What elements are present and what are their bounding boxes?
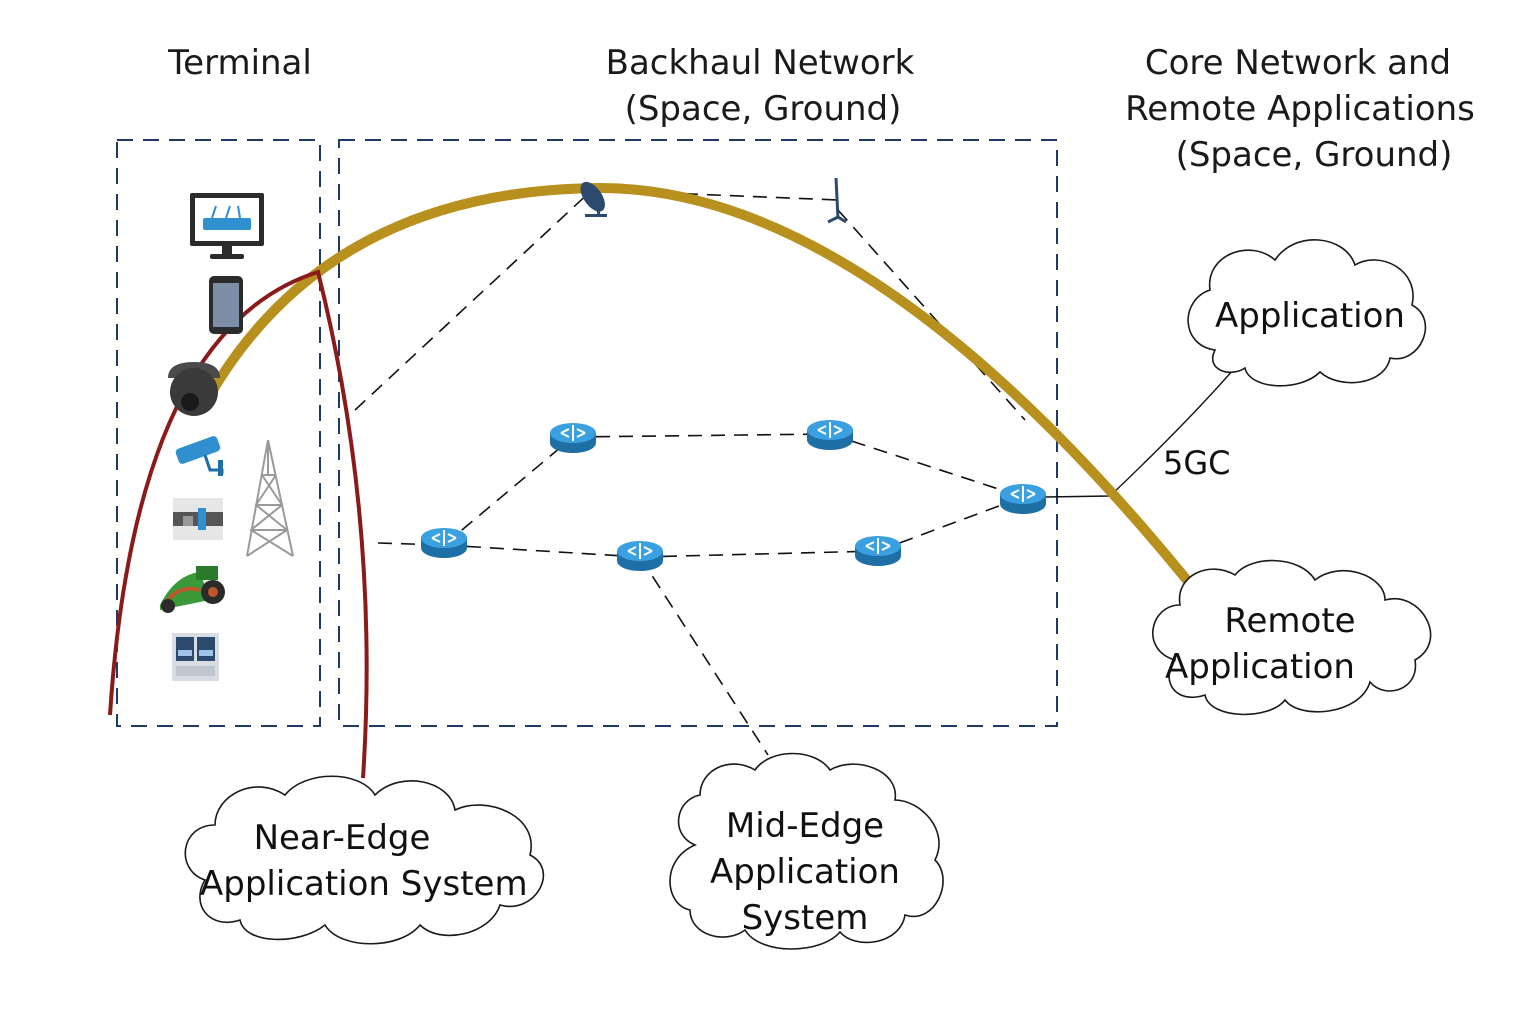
terminal-header: Terminal xyxy=(168,43,312,83)
application-cloud-label: Application xyxy=(1215,296,1405,336)
monitor-icon xyxy=(190,193,264,259)
terminal-box xyxy=(116,139,321,727)
near-edge-label-line2: Application System xyxy=(200,864,528,904)
bullet-camera-icon xyxy=(175,436,224,476)
satellite-antenna-icon xyxy=(827,177,847,224)
backhaul-box xyxy=(338,139,1058,727)
core-header-line2: Remote Applications xyxy=(1125,89,1475,129)
router-icon xyxy=(806,419,854,451)
router-icon xyxy=(420,527,468,559)
backhaul-header-line1: Backhaul Network xyxy=(605,43,915,83)
sensor-icon xyxy=(173,498,223,540)
cell-tower-icon xyxy=(246,439,294,557)
router-icon xyxy=(999,483,1047,515)
core-header-line3: (Space, Ground) xyxy=(1175,135,1453,175)
tractor-icon xyxy=(160,566,225,613)
router-icon xyxy=(616,540,664,572)
control-panel-icon xyxy=(172,633,219,681)
mid-edge-cloud xyxy=(669,752,944,950)
mid-edge-label-line1: Mid-Edge xyxy=(725,806,885,846)
near-edge-cloud xyxy=(184,775,545,945)
core-header-line1: Core Network and xyxy=(1144,43,1452,83)
application-cloud xyxy=(1187,239,1427,387)
router-icon xyxy=(549,422,597,454)
mid-edge-label-line2: Application xyxy=(710,852,900,892)
remote-application-cloud xyxy=(1152,559,1432,716)
router-icon xyxy=(854,535,902,567)
mid-edge-label-line3: System xyxy=(741,898,869,938)
network-links xyxy=(354,189,1026,756)
dome-camera-icon xyxy=(168,362,220,416)
smartphone-icon xyxy=(209,276,243,334)
remote-cloud-label-line2: Application xyxy=(1165,647,1355,687)
fivegc-label: 5GC xyxy=(1163,444,1231,482)
backhaul-header-line2: (Space, Ground) xyxy=(624,89,902,129)
near-edge-label-line1: Near-Edge xyxy=(253,818,431,858)
satellite-dish-icon xyxy=(580,181,607,217)
gold-latency-path xyxy=(205,182,1200,595)
red-latency-path xyxy=(108,269,369,779)
core-link xyxy=(1044,361,1241,498)
remote-cloud-label-line1: Remote xyxy=(1224,601,1356,641)
